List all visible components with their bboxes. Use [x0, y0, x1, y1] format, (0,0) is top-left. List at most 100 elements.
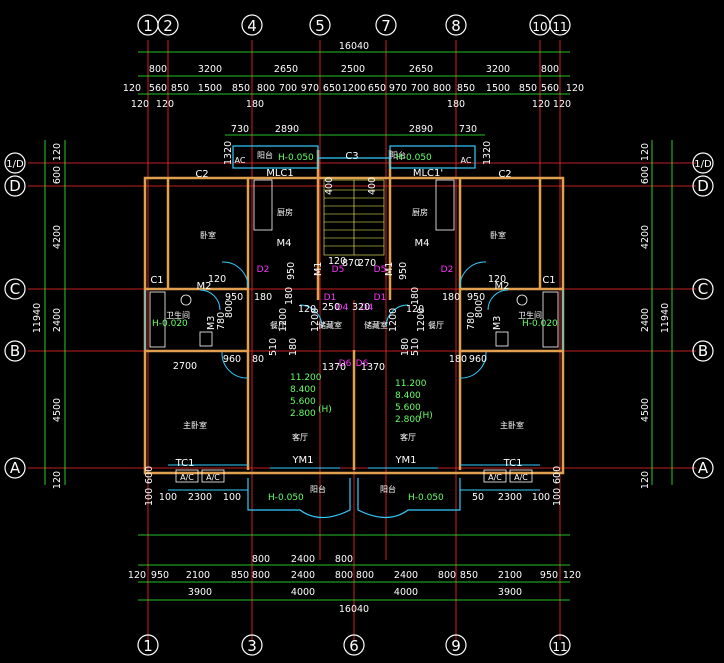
- axis-left-1d: 1/D: [6, 159, 24, 170]
- axis-top-1: 1: [143, 17, 153, 35]
- svg-text:800: 800: [335, 554, 353, 565]
- room-bath-left: 卫生间: [166, 310, 190, 320]
- svg-text:4000: 4000: [291, 587, 315, 598]
- svg-text:1200: 1200: [416, 308, 427, 332]
- level-marks: H-0.050 H-0.050 H-0.020 H-0.020 H-0.050 …: [152, 153, 558, 503]
- svg-text:1200: 1200: [310, 308, 321, 332]
- svg-text:950: 950: [467, 292, 485, 303]
- svg-text:120: 120: [328, 256, 346, 267]
- svg-text:11.200: 11.200: [395, 379, 427, 389]
- svg-text:M4: M4: [277, 238, 292, 249]
- svg-text:2300: 2300: [498, 492, 522, 503]
- axis-left-b: B: [10, 342, 20, 360]
- svg-text:120: 120: [156, 99, 174, 110]
- axis-bottom-9: 9: [451, 637, 461, 655]
- svg-text:600: 600: [52, 166, 63, 184]
- room-storage-right: 储藏室: [364, 320, 388, 330]
- room-bath-right: 卫生间: [518, 310, 542, 320]
- svg-text:C2: C2: [195, 169, 208, 180]
- svg-text:180: 180: [400, 338, 411, 356]
- svg-text:50: 50: [472, 492, 484, 503]
- svg-text:4500: 4500: [52, 398, 63, 422]
- svg-text:120: 120: [128, 570, 146, 581]
- svg-text:120: 120: [563, 570, 581, 581]
- svg-text:800: 800: [149, 64, 167, 75]
- svg-text:850: 850: [519, 83, 537, 94]
- svg-text:120: 120: [566, 83, 584, 94]
- dim-total-bottom: 16040: [339, 604, 369, 615]
- svg-text:1200: 1200: [342, 83, 366, 94]
- room-bedroom-right: 卧室: [490, 230, 506, 240]
- ac-labels: AC AC A/C A/C A/C A/C: [180, 156, 528, 482]
- dims-left: 11940 120 600 4200 2400 4500 120: [32, 143, 63, 489]
- dims-top-row3: 120 120 180 180 120 120: [131, 99, 571, 110]
- svg-text:180: 180: [442, 292, 460, 303]
- axis-bubbles-top: 1 2 4 5 7 8 10 11: [137, 14, 571, 36]
- svg-text:400: 400: [324, 177, 335, 195]
- svg-text:270: 270: [358, 258, 376, 269]
- svg-text:M4: M4: [415, 238, 430, 249]
- svg-text:M1: M1: [384, 262, 395, 276]
- dims-right: 11940 120 600 4200 2400 4500 120: [640, 143, 671, 489]
- svg-text:MLC1: MLC1: [266, 168, 294, 179]
- svg-text:120: 120: [208, 274, 226, 285]
- svg-text:D4: D4: [361, 303, 374, 313]
- axis-right-d: D: [697, 177, 709, 195]
- svg-text:D2: D2: [441, 265, 454, 275]
- balcony-top: [232, 145, 476, 169]
- svg-text:1200: 1200: [278, 308, 289, 332]
- svg-text:2300: 2300: [188, 492, 212, 503]
- room-living-right: 客厅: [400, 432, 416, 442]
- svg-text:120: 120: [123, 83, 141, 94]
- room-master-left: 主卧室: [183, 420, 207, 430]
- room-balcony-bottom-left: 阳台: [310, 484, 326, 494]
- svg-text:1320: 1320: [223, 141, 234, 165]
- dim-total-top: 16040: [339, 41, 369, 52]
- svg-text:700: 700: [411, 83, 429, 94]
- dims-bottom-row1: 800 2400 800: [252, 554, 353, 565]
- svg-text:850: 850: [171, 83, 189, 94]
- svg-text:4000: 4000: [394, 587, 418, 598]
- svg-text:D1: D1: [324, 293, 337, 303]
- dims-bottom-row2: 120 950 2100 850 800 2400 800 800 2400 8…: [128, 570, 581, 581]
- axis-top-2: 2: [163, 17, 173, 35]
- svg-text:2100: 2100: [498, 570, 522, 581]
- svg-text:950: 950: [398, 262, 409, 280]
- dims-top-row4: 730 2890 2890 730: [231, 124, 477, 135]
- svg-text:11940: 11940: [660, 303, 671, 333]
- svg-text:180: 180: [254, 292, 272, 303]
- svg-text:H-0.050: H-0.050: [396, 153, 432, 163]
- room-balcony-bottom-right: 阳台: [380, 484, 396, 494]
- svg-text:5.600: 5.600: [290, 397, 316, 407]
- svg-text:M1: M1: [313, 262, 324, 276]
- svg-text:D2: D2: [257, 265, 270, 275]
- room-dining-left: 餐厅: [270, 321, 286, 330]
- svg-text:250: 250: [322, 302, 340, 313]
- axis-top-5: 5: [315, 17, 325, 35]
- room-bedroom-left: 卧室: [200, 230, 216, 240]
- svg-text:D5: D5: [374, 265, 387, 275]
- axis-right-a: A: [698, 459, 709, 477]
- svg-text:700: 700: [279, 83, 297, 94]
- svg-text:120: 120: [131, 99, 149, 110]
- axis-lines-horizontal: [28, 162, 696, 469]
- svg-text:A/C: A/C: [488, 473, 502, 482]
- axis-left-d: D: [9, 177, 21, 195]
- svg-text:D6: D6: [356, 359, 369, 369]
- room-kitchen-right: 厨房: [412, 207, 428, 217]
- svg-text:D5: D5: [332, 265, 345, 275]
- svg-text:800: 800: [335, 570, 353, 581]
- axis-bottom-11: 11: [552, 640, 567, 654]
- svg-text:2.800: 2.800: [395, 415, 421, 425]
- svg-text:120: 120: [640, 143, 651, 161]
- svg-text:2400: 2400: [52, 308, 63, 332]
- svg-text:A/C: A/C: [206, 473, 220, 482]
- svg-text:2890: 2890: [275, 124, 299, 135]
- svg-text:600: 600: [552, 466, 563, 484]
- dim-lines-top: [138, 51, 570, 601]
- svg-text:80: 80: [252, 354, 264, 365]
- svg-text:H-0.050: H-0.050: [278, 153, 314, 163]
- svg-text:AC: AC: [235, 156, 246, 165]
- svg-text:2650: 2650: [409, 64, 433, 75]
- stair-levels-left: 11.200 8.400 5.600 2.800 (H): [290, 373, 332, 419]
